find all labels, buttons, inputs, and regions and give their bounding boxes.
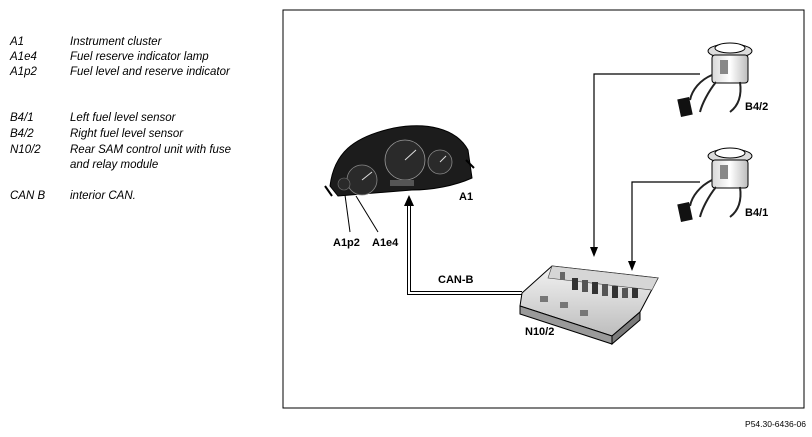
sensor-left-label: B4/1 [745, 207, 768, 219]
b4-1-signal-line [631, 181, 700, 262]
can-label: CAN-B [438, 274, 473, 286]
can-arrowhead-icon [404, 195, 414, 206]
legend-code: A1e4 [10, 51, 37, 63]
legend-desc: Fuel reserve indicator lamp [70, 51, 209, 63]
legend-desc-continued: and relay module [70, 159, 159, 171]
instrument-cluster-image [324, 125, 475, 197]
legend-desc: Rear SAM control unit with fuse [70, 144, 232, 156]
a1p2-label: A1p2 [333, 237, 360, 249]
sam-control-unit-image [519, 265, 659, 346]
legend-desc: Right fuel level sensor [70, 128, 184, 140]
legend-code: A1 [10, 36, 25, 48]
b4-2-arrowhead-icon [590, 247, 598, 257]
right-fuel-sensor-image [677, 42, 753, 118]
left-fuel-sensor-image [677, 147, 753, 223]
sam-label: N10/2 [525, 326, 554, 338]
legend-code: B4/2 [10, 128, 34, 140]
a1e4-leader-line [355, 195, 379, 233]
legend-code: B4/1 [10, 112, 34, 124]
can-bus-line [407, 205, 522, 295]
legend-code: CAN B [10, 190, 46, 202]
sensor-right-label: B4/2 [745, 101, 768, 113]
a1p2-leader-line [344, 194, 351, 233]
legend-code: A1p2 [10, 66, 37, 78]
cluster-label: A1 [459, 191, 473, 203]
legend-desc: interior CAN. [70, 190, 136, 202]
a1e4-label: A1e4 [372, 237, 399, 249]
legend-desc: Instrument cluster [70, 36, 162, 48]
legend-desc: Fuel level and reserve indicator [70, 66, 230, 78]
reference-code: P54.30-6436-06 [745, 419, 806, 429]
b4-1-arrowhead-icon [628, 261, 636, 271]
b4-2-signal-line [593, 73, 700, 248]
legend-code: N10/2 [10, 144, 41, 156]
legend-desc: Left fuel level sensor [70, 112, 176, 124]
